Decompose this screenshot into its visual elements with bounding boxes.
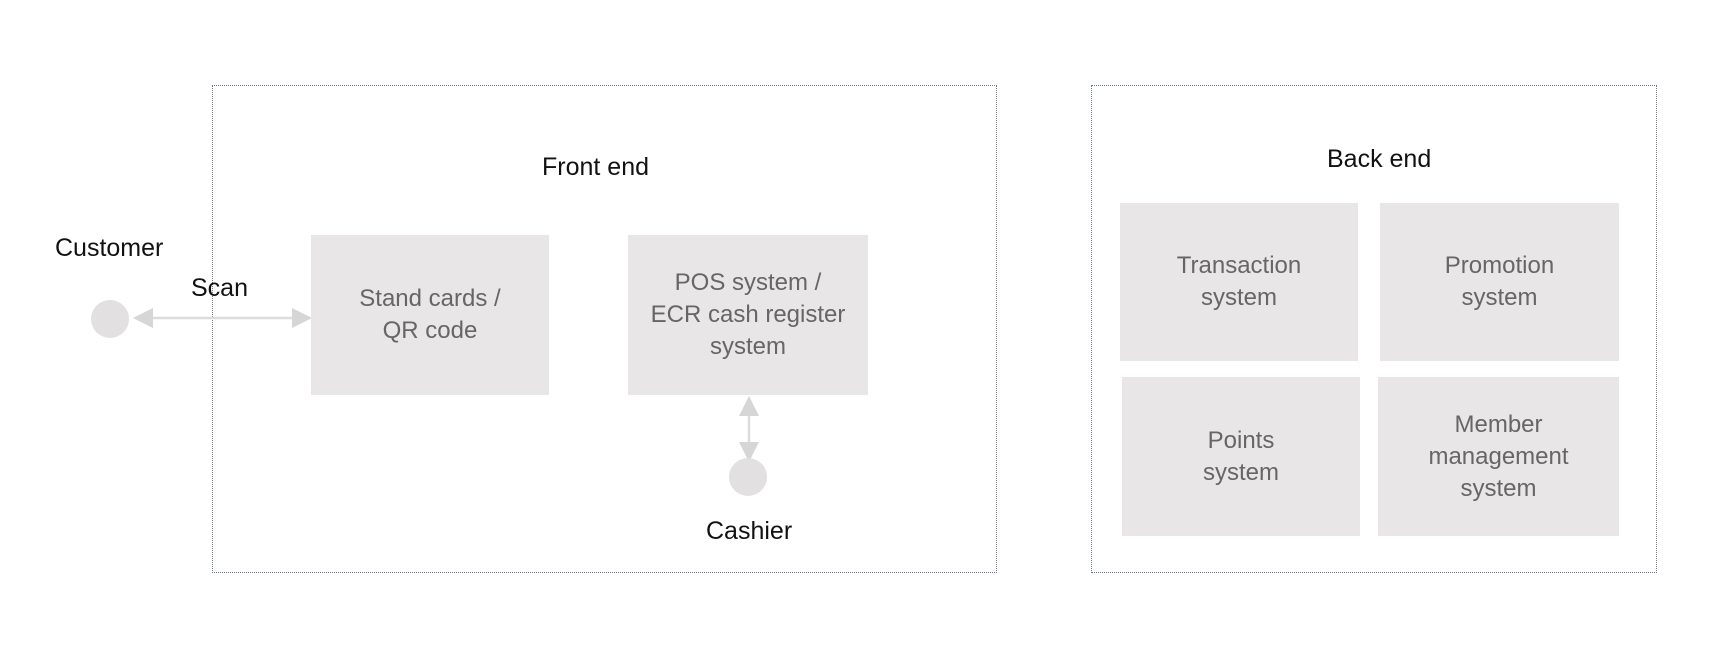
back-end-group [1091, 85, 1657, 573]
scan-label: Scan [191, 274, 248, 302]
transaction-system-box: Transaction system [1120, 203, 1358, 361]
member-management-system-box: Member management system [1378, 377, 1619, 536]
cashier-actor [729, 458, 767, 496]
cashier-label: Cashier [706, 517, 793, 545]
promotion-system-box: Promotion system [1380, 203, 1619, 361]
front-end-group [212, 85, 997, 573]
points-system-box: Points system [1122, 377, 1360, 536]
stand-cards-qr-code-box: Stand cards / QR code [311, 235, 549, 395]
customer-label: Customer [55, 234, 164, 262]
pos-system-box: POS system / ECR cash register system [628, 235, 868, 395]
back-end-title: Back end [1327, 145, 1432, 173]
customer-actor [91, 300, 129, 338]
front-end-title: Front end [542, 153, 650, 181]
